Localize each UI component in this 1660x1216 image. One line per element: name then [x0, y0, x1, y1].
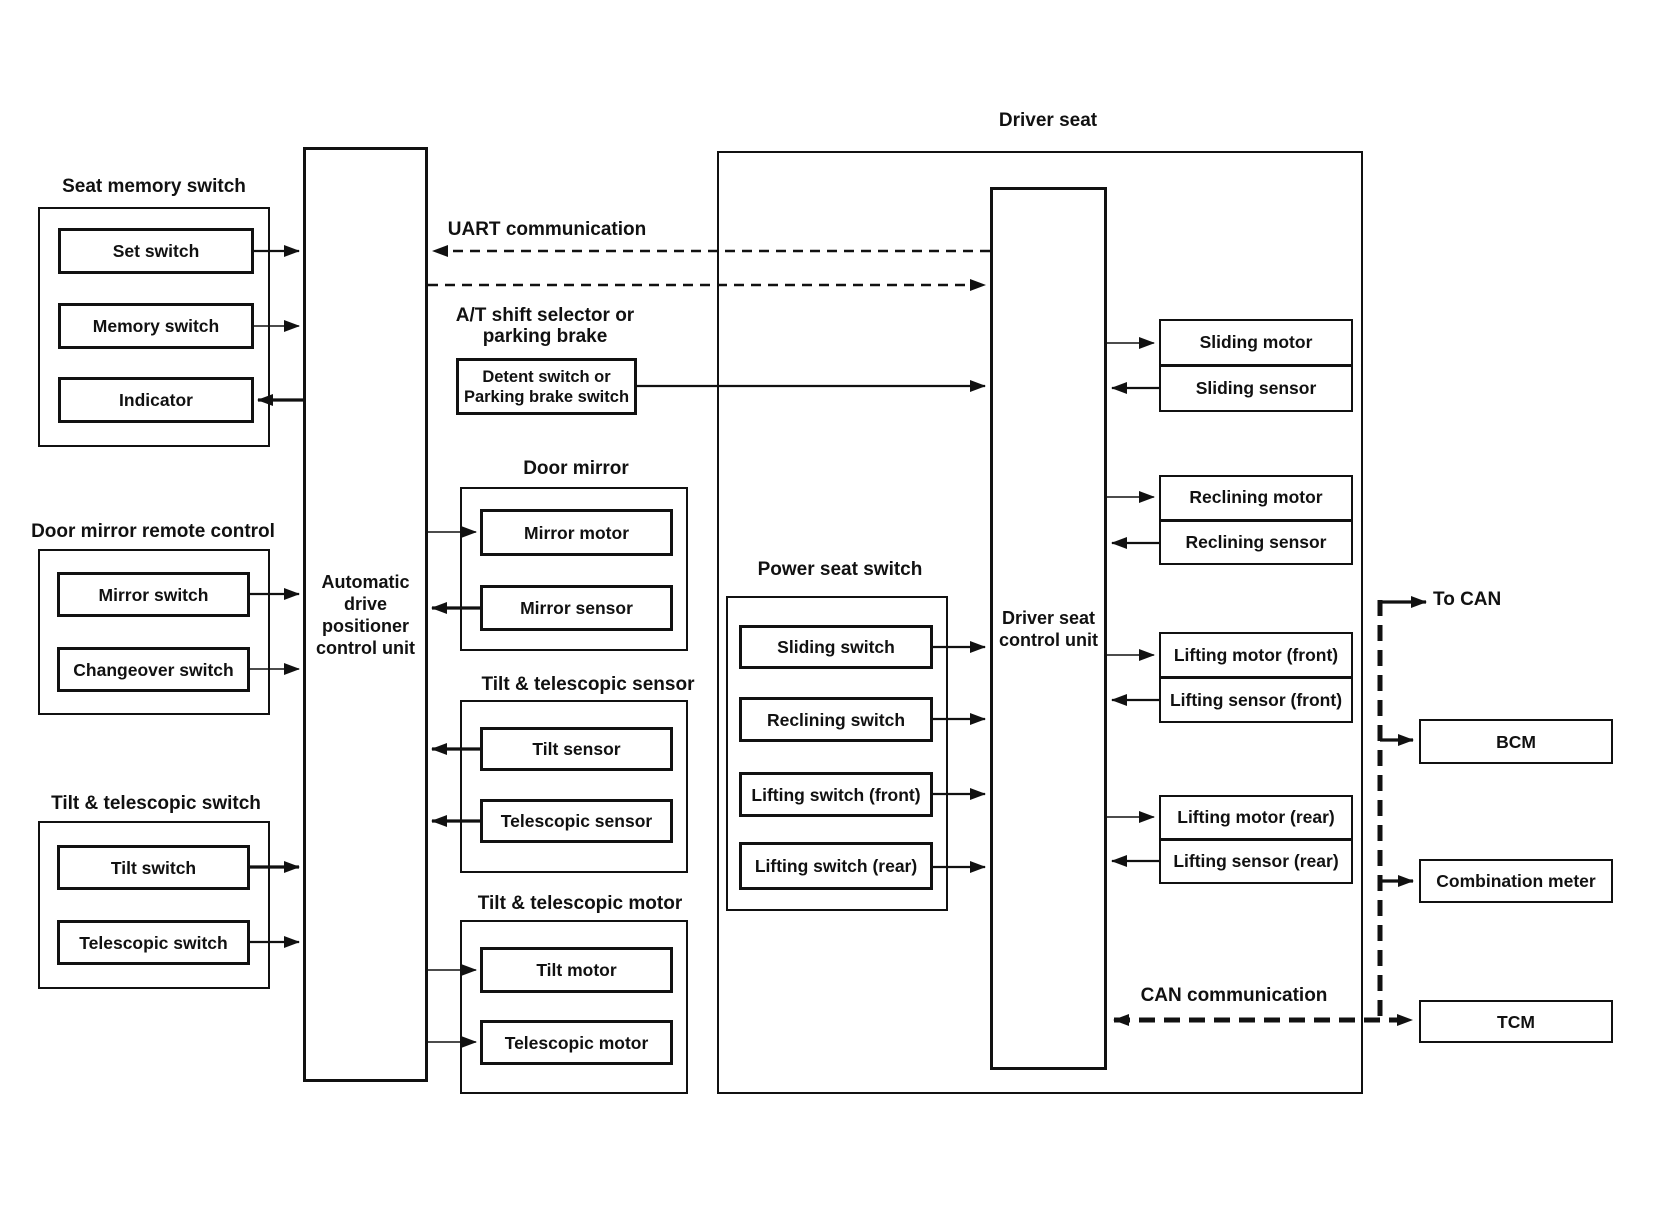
tilt-telescopic-switch-group-title: Tilt & telescopic switch — [51, 793, 261, 814]
door-mirror-remote-group-title: Door mirror remote control — [31, 521, 275, 542]
set-switch-box: Set switch — [58, 228, 254, 274]
tilt-telescopic-sensor-group-title: Tilt & telescopic sensor — [481, 674, 695, 695]
telescopic-motor-box: Telescopic motor — [480, 1020, 673, 1065]
tilt-telescopic-motor-group-box — [460, 920, 688, 1094]
driver-seat-control-unit-box: Driver seat control unit — [990, 187, 1107, 1070]
bcm-box: BCM — [1419, 719, 1613, 764]
lifting-sensor-front-cell: Lifting sensor (front) — [1169, 689, 1343, 710]
power-seat-switch-group-title: Power seat switch — [757, 559, 923, 580]
mirror-motor-box: Mirror motor — [480, 509, 673, 556]
lifting-switch-rear-box: Lifting switch (rear) — [739, 842, 933, 890]
door-mirror-remote-group-box — [38, 549, 270, 715]
reclining-sensor-cell: Reclining sensor — [1185, 531, 1327, 552]
sliding-motor-cell: Sliding motor — [1161, 321, 1351, 367]
lifting-rear-actuator-box: Lifting motor (rear) Lifting sensor (rea… — [1159, 795, 1353, 884]
door-mirror-group-box — [460, 487, 688, 651]
driver-seat-title: Driver seat — [998, 110, 1098, 131]
combination-meter-box: Combination meter — [1419, 859, 1613, 903]
lifting-sensor-rear-cell: Lifting sensor (rear) — [1173, 851, 1339, 871]
tilt-sensor-box: Tilt sensor — [480, 727, 673, 771]
tilt-motor-box: Tilt motor — [480, 947, 673, 993]
tilt-switch-box: Tilt switch — [57, 845, 250, 890]
reclining-switch-box: Reclining switch — [739, 697, 933, 742]
sliding-actuator-box: Sliding motor Sliding sensor — [1159, 319, 1353, 412]
reclining-actuator-box: Reclining motor Reclining sensor — [1159, 475, 1353, 565]
lifting-motor-front-cell: Lifting motor (front) — [1161, 634, 1351, 679]
indicator-box: Indicator — [58, 377, 254, 423]
tilt-telescopic-motor-group-title: Tilt & telescopic motor — [477, 893, 683, 914]
reclining-motor-cell: Reclining motor — [1161, 477, 1351, 522]
telescopic-sensor-box: Telescopic sensor — [480, 799, 673, 843]
uart-communication-label: UART communication — [447, 219, 647, 240]
seat-memory-group-title: Seat memory switch — [62, 176, 246, 197]
tcm-box: TCM — [1419, 1000, 1613, 1043]
mirror-sensor-box: Mirror sensor — [480, 585, 673, 631]
automatic-drive-positioner-control-unit-box: Automatic drive positioner control unit — [303, 147, 428, 1082]
detent-parking-brake-switch-box: Detent switch or Parking brake switch — [456, 358, 637, 415]
driver-seat-outline-box — [717, 151, 1363, 1094]
can-communication-label: CAN communication — [1140, 985, 1328, 1006]
lifting-front-actuator-box: Lifting motor (front) Lifting sensor (fr… — [1159, 632, 1353, 723]
seat-memory-group-box — [38, 207, 270, 447]
to-can-label: To CAN — [1433, 589, 1502, 610]
door-mirror-group-title: Door mirror — [523, 458, 629, 479]
mirror-switch-box: Mirror switch — [57, 572, 250, 617]
at-shift-selector-label: A/T shift selector or parking brake — [455, 305, 635, 347]
telescopic-switch-box: Telescopic switch — [57, 920, 250, 965]
tilt-telescopic-switch-group-box — [38, 821, 270, 989]
changeover-switch-box: Changeover switch — [57, 647, 250, 692]
tilt-telescopic-sensor-group-box — [460, 700, 688, 873]
sliding-switch-box: Sliding switch — [739, 625, 933, 669]
power-seat-switch-group-box — [726, 596, 948, 911]
lifting-motor-rear-cell: Lifting motor (rear) — [1161, 797, 1351, 841]
lifting-switch-front-box: Lifting switch (front) — [739, 772, 933, 817]
memory-switch-box: Memory switch — [58, 303, 254, 349]
sliding-sensor-cell: Sliding sensor — [1195, 378, 1317, 398]
